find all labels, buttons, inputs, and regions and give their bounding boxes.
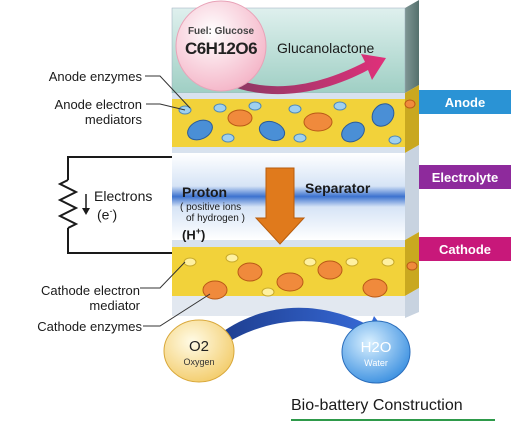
label-leader-lines <box>140 75 211 327</box>
proton-symbol: (H+) <box>182 226 205 242</box>
oxygen-circle <box>163 319 235 383</box>
oxygen-name: Oxygen <box>183 357 215 367</box>
glucose-arrow <box>201 54 386 95</box>
cathode-tag: Cathode <box>419 237 511 261</box>
diagram-caption: Bio-battery Construction <box>291 397 463 414</box>
anode-mediators-label-line2: mediators <box>84 112 142 127</box>
separator-arrow <box>254 167 306 245</box>
glucose-formula: C6H12O6 <box>184 39 258 58</box>
electrolyte-tag: Electrolyte <box>419 165 511 189</box>
fuel-label: Fuel: Glucose <box>187 26 255 37</box>
anode-enzymes-label: Anode enzymes <box>48 69 142 84</box>
electron-flow-arrow <box>82 194 90 215</box>
electrons-sup: - <box>109 206 113 216</box>
electrons-close: ) <box>112 206 118 223</box>
proton-label: Proton <box>182 184 228 200</box>
oxygen-arrow <box>214 307 392 346</box>
water-name: Water <box>364 358 388 368</box>
glucanolactone-label: Glucanolactone <box>277 40 375 56</box>
electrons-symbol: (e-) <box>97 206 117 223</box>
cathode-enzymes-label: Cathode enzymes <box>37 319 142 334</box>
water-formula: H2O <box>360 339 392 356</box>
cathode-particles <box>183 253 418 300</box>
cathode-mediator-label-line2: mediator <box>89 298 140 313</box>
cathode-mediator-label-line1: Cathode electron <box>40 283 140 298</box>
external-circuit <box>57 156 172 254</box>
proton-desc-line1: ( positive ions <box>180 202 242 213</box>
separator-label: Separator <box>305 180 371 196</box>
glucose-fuel-circle <box>175 0 267 92</box>
electrons-open: (e <box>97 206 110 223</box>
anode-particles <box>178 99 416 145</box>
proton-symbol-main: (H <box>182 227 196 243</box>
anode-mediators-label-line1: Anode electron <box>54 97 142 112</box>
proton-symbol-end: ) <box>200 227 206 243</box>
oxygen-formula: O2 <box>188 338 209 355</box>
anode-tag: Anode <box>419 90 511 114</box>
electrons-label: Electrons <box>94 188 153 204</box>
proton-symbol-sup: + <box>195 226 201 236</box>
proton-desc-line2: of hydrogen ) <box>186 213 245 224</box>
water-circle <box>341 320 411 384</box>
cathode-base <box>172 296 405 316</box>
